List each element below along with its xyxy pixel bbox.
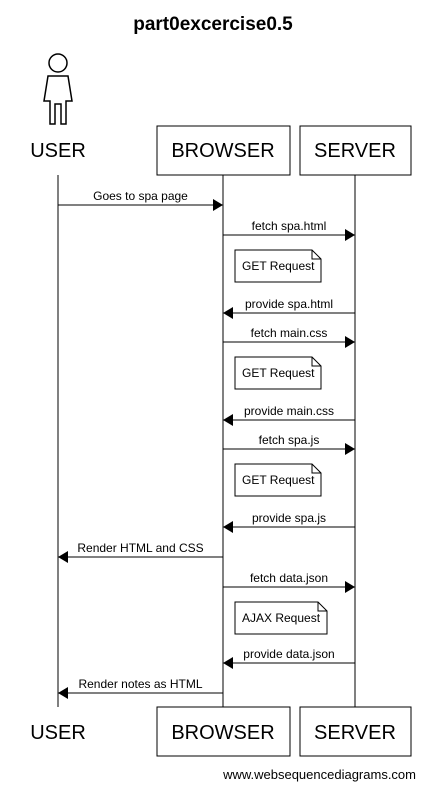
diagram-title: part0excercise0.5	[133, 14, 293, 35]
message-label: provide spa.js	[252, 511, 326, 525]
message: Goes to spa page	[58, 189, 223, 211]
message-label: fetch spa.js	[259, 433, 320, 447]
note-label: GET Request	[242, 366, 315, 380]
participants-top: USER BROWSER SERVER	[30, 125, 412, 176]
note-fold	[311, 357, 321, 367]
message-label: Render HTML and CSS	[77, 541, 203, 555]
browser-participant-box-bottom	[156, 706, 291, 757]
browser-participant-box-top	[156, 125, 291, 176]
note: AJAX Request	[234, 601, 328, 635]
user-participant-label-top: USER	[30, 140, 86, 162]
note-label: GET Request	[242, 473, 315, 487]
message: Render HTML and CSS	[58, 541, 223, 563]
note-fold	[311, 250, 321, 260]
note-fold	[317, 602, 327, 612]
watermark-text: www.websequencediagrams.com	[222, 767, 416, 782]
note: GET Request	[234, 356, 322, 390]
note-box	[234, 249, 322, 283]
message: fetch data.json	[223, 571, 355, 593]
browser-participant-label-bottom: BROWSER	[171, 722, 274, 744]
user-actor-icon	[43, 53, 73, 125]
note-box	[234, 356, 322, 390]
message-label: Render notes as HTML	[78, 677, 202, 691]
message: provide spa.html	[223, 297, 355, 319]
message-label: fetch main.css	[251, 326, 328, 340]
server-participant-label-bottom: SERVER	[314, 722, 396, 744]
note-label: GET Request	[242, 259, 315, 273]
message: fetch main.css	[223, 326, 355, 348]
note: GET Request	[234, 463, 322, 497]
note-fold	[311, 464, 321, 474]
server-participant-label-top: SERVER	[314, 140, 396, 162]
lifelines	[57, 175, 356, 707]
note-label: AJAX Request	[242, 611, 321, 625]
note: GET Request	[234, 249, 322, 283]
note-box	[234, 601, 328, 635]
message: fetch spa.html	[223, 219, 355, 241]
message: provide main.css	[223, 404, 355, 426]
message: Render notes as HTML	[58, 677, 223, 699]
browser-participant-label-top: BROWSER	[171, 140, 274, 162]
message-label: fetch data.json	[250, 571, 328, 585]
message-label: provide data.json	[243, 647, 334, 661]
message: provide data.json	[223, 647, 355, 669]
message-label: provide spa.html	[245, 297, 333, 311]
message-label: provide main.css	[244, 404, 334, 418]
message: fetch spa.js	[223, 433, 355, 455]
note-box	[234, 463, 322, 497]
message-label: Goes to spa page	[93, 189, 188, 203]
server-participant-box-bottom	[299, 706, 412, 757]
message: provide spa.js	[223, 511, 355, 533]
message-label: fetch spa.html	[252, 219, 327, 233]
server-participant-box-top	[299, 125, 412, 176]
user-participant-label-bottom: USER	[30, 722, 86, 744]
participants-bottom: USER BROWSER SERVER	[30, 706, 412, 757]
